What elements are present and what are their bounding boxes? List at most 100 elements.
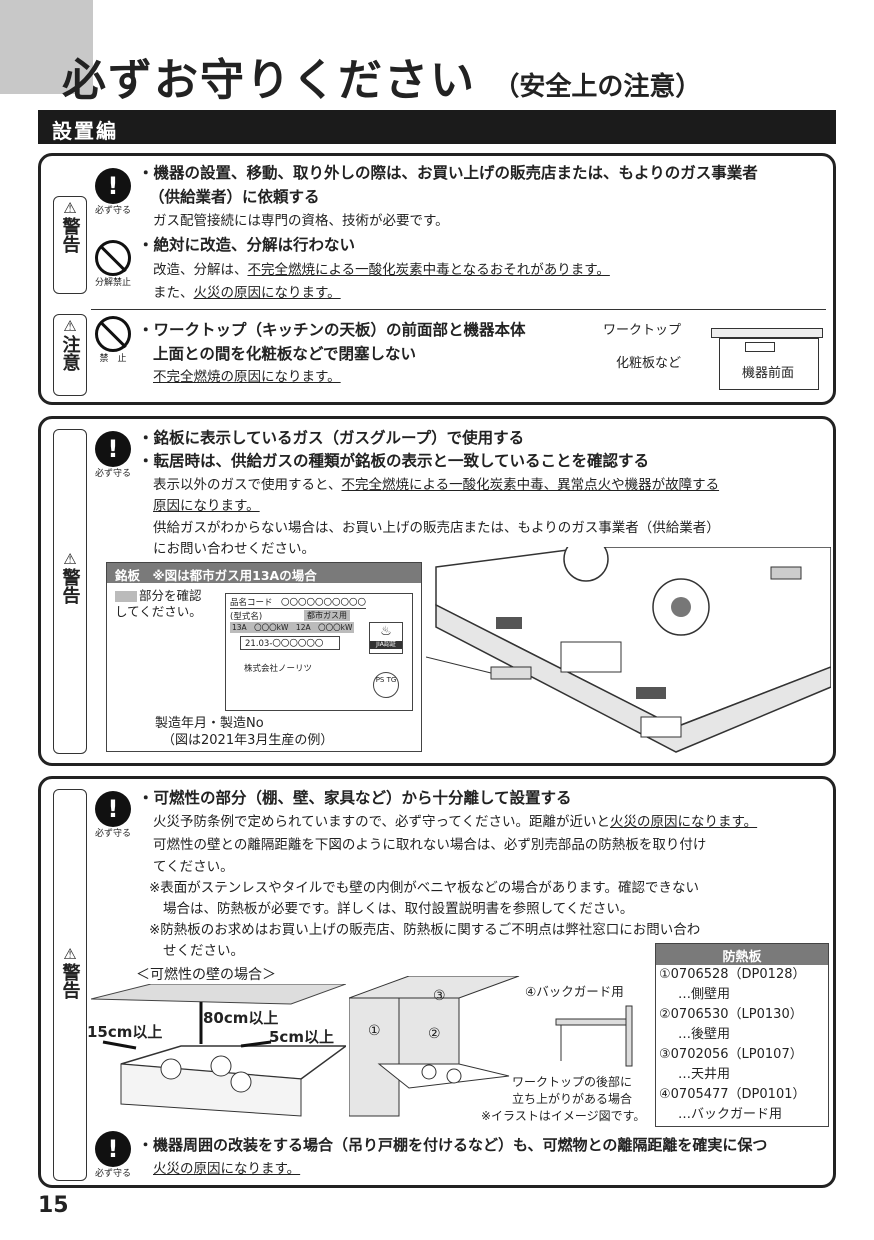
clearance-5cm: 5cm以上 [269,1028,334,1046]
plate-company: 株式会社ノーリツ [244,664,313,674]
nameplate-header: 銘板 ※図は都市ガス用13Aの場合 [107,563,421,583]
must-icon-group-4: !必ず守る [83,1131,143,1180]
heat-shield-item-7: …バックガード用 [678,1107,783,1122]
worktop-slab [711,328,823,338]
shield-num3: ③ [433,988,446,1004]
clearance-15cm: 15cm以上 [87,1023,163,1041]
page-title: 必ずお守りください （安全上の注意） [62,55,702,106]
p3-note2: 場合は、防熱板が必要です。詳しくは、取付設置説明書を参照してください。 [163,901,634,917]
no-disassemble-icon [95,240,131,276]
must-icon-3: ! [95,791,131,827]
no-disassemble-icon-group: 分解禁止 [83,240,143,289]
stove-illustration [426,547,831,753]
p1-caution-line1: ・ワークトップ（キッチンの天板）の前面部と機器本体 [138,321,526,339]
jia-logo-icon: ♨JIA認証 [369,622,403,654]
heat-shield-diagram [349,976,520,1117]
nameplate-box: 銘板 ※図は都市ガス用13Aの場合 部分を確認 してください。 品名コード 〇〇… [106,562,422,752]
warning-triangle-icon: ⚠ [63,199,77,217]
p3-body1: 火災予防条例で定められていますので、必ず守ってください。距離が近いと火災の原因に… [153,814,758,830]
plate-code: 品名コード 〇〇〇〇〇〇〇〇〇〇 [230,598,367,609]
prohibited-icon [95,316,131,352]
p2-head1: ・銘板に表示しているガス（ガスグループ）で使用する [138,429,525,447]
page-tab-marker [0,0,93,94]
p2-body3: 供給ガスがわからない場合は、お買い上げの販売店または、もよりのガス事業者（供給業… [153,520,720,536]
p1-line3: ガス配管接続には専門の資格、技術が必要です。 [153,213,449,229]
plate-kw: 13A 〇〇〇kW 12A 〇〇〇kW [230,622,355,633]
warning-triangle-icon-3: ⚠ [63,945,77,963]
p3-body2: 可燃性の壁との離隔距離を下図のように取れない場合は、必ず別売部品の防熱板を取り付… [153,837,707,853]
heat-shield-item-4: ③0702056（LP0107） [659,1047,803,1062]
heat-shield-item-3: …後壁用 [678,1027,731,1042]
panel-clearance-warning: ⚠警告 !必ず守る ・可燃性の部分（棚、壁、家具など）から十分離して設置する 火… [38,776,836,1188]
wall-case-title: ＜可燃性の壁の場合＞ [136,967,276,983]
p2-body4: にお問い合わせください。 [153,541,315,557]
p1-line5: 改造、分解は、不完全燃焼による一酸化炭素中毒となるおそれがあります。 [153,262,610,278]
p3-note4: せください。 [163,943,244,959]
must-icon-group: !必ず守る [83,168,143,217]
mfg-line2: （図は2021年3月生産の例） [162,733,334,748]
p2-body2: 原因になります。 [153,498,260,514]
riser-note-2: 立ち上がりがある場合 [512,1092,633,1106]
clearance-diagram [91,984,346,1117]
pstg-mark-icon: PS TG [373,672,399,698]
panel-gas-type-warning: ⚠警告 !必ず守る ・銘板に表示しているガス（ガスグループ）で使用する ・転居時… [38,416,836,766]
diagram-front-label: 機器前面 [739,362,798,381]
backguard-diagram [555,1005,633,1067]
must-icon: ! [95,168,131,204]
mfg-line1: 製造年月・製造No [155,716,264,731]
caution-triangle-icon: ⚠ [63,317,77,335]
panel1-divider [91,309,826,310]
diagram-panel-label: 化粧板など [616,356,682,371]
p1-caution-line2: 上面との間を化粧板などで閉塞しない [153,345,417,363]
warning-triangle-icon-2: ⚠ [63,550,77,568]
heat-shield-item-0: ①0706528（DP0128） [659,967,806,982]
check-swatch [115,591,137,602]
p3-body3: てください。 [153,859,234,875]
p2-body1: 表示以外のガスで使用すると、不完全燃焼による一酸化炭素中毒、異常点火や機器が故障… [153,477,720,493]
p1-caution-line3: 不完全燃焼の原因になります。 [153,369,341,385]
p1-line1: ・機器の設置、移動、取り外しの際は、お買い上げの販売店または、もよりのガス事業者 [138,164,758,182]
p3-body4: 火災の原因になります。 [153,1161,301,1177]
page-subtitle: （安全上の注意） [493,72,702,102]
check-line2: してください。 [115,604,202,619]
appliance-window [745,342,775,352]
caution-label: ⚠注意 [53,314,87,396]
plate-model: (型式名) [230,612,263,622]
p3-head1: ・可燃性の部分（棚、壁、家具など）から十分離して設置する [138,789,572,807]
heat-shield-item-6: ④0705477（DP0101） [659,1087,806,1102]
heat-shield-item-2: ②0706530（LP0130） [659,1007,803,1022]
page-number: 15 [38,1193,69,1218]
p1-line6: また、火災の原因になります。 [153,285,341,301]
must-icon-4: ! [95,1131,131,1167]
p1-line4: ・絶対に改造、分解は行わない [138,236,356,254]
must-icon-2: ! [95,431,131,467]
heat-shield-item-5: …天井用 [678,1067,731,1082]
shield-num1: ① [368,1023,381,1039]
warning-label-3: ⚠警告 [53,789,87,1181]
warning-label: ⚠警告 [53,196,87,294]
p3-note1: ※表面がステンレスやタイルでも壁の内側がベニヤ板などの場合があります。確認できな… [149,880,699,896]
heat-shield-item-1: …側壁用 [678,987,731,1002]
p3-head2: ・機器周囲の改装をする場合（吊り戸棚を付けるなど）も、可燃物との離隔距離を確実に… [138,1136,768,1154]
backguard-label: ④バックガード用 [525,984,624,999]
must-icon-group-3: !必ず守る [83,791,143,840]
nameplate-inner: 品名コード 〇〇〇〇〇〇〇〇〇〇 (型式名) 都市ガス用 13A 〇〇〇kW 1… [225,593,413,711]
heat-shield-list: 防熱板 ①0706528（DP0128） …側壁用 ②0706530（LP013… [655,943,829,1127]
p3-note3: ※防熱板のお求めはお買い上げの販売店、防熱板に関するご不明点は弊社窓口にお問い合… [149,922,701,938]
panel-installation-warning: ⚠警告 !必ず守る 分解禁止 ・機器の設置、移動、取り外しの際は、お買い上げの販… [38,153,836,405]
prohibited-icon-group: 禁 止 [83,316,143,365]
section-header: 設置編 [38,110,836,144]
shield-num2: ② [428,1026,441,1042]
illustration-note: ※イラストはイメージ図です。 [481,1109,646,1123]
clearance-80cm: 80cm以上 [203,1009,279,1027]
must-icon-group-2: !必ず守る [83,431,143,480]
p1-line2: （供給業者）に依頼する [149,188,320,206]
diagram-worktop-label: ワークトップ [603,323,682,338]
warning-label-2: ⚠警告 [53,429,87,754]
riser-note-1: ワークトップの後部に [512,1075,633,1089]
heat-shield-list-title: 防熱板 [656,944,828,965]
p2-head2: ・転居時は、供給ガスの種類が銘板の表示と一致していることを確認する [138,452,650,470]
check-line1: 部分を確認 [115,587,202,605]
plate-gas: 都市ガス用 [304,610,350,621]
plate-date: 21.03-〇〇〇〇〇〇 [240,636,341,650]
